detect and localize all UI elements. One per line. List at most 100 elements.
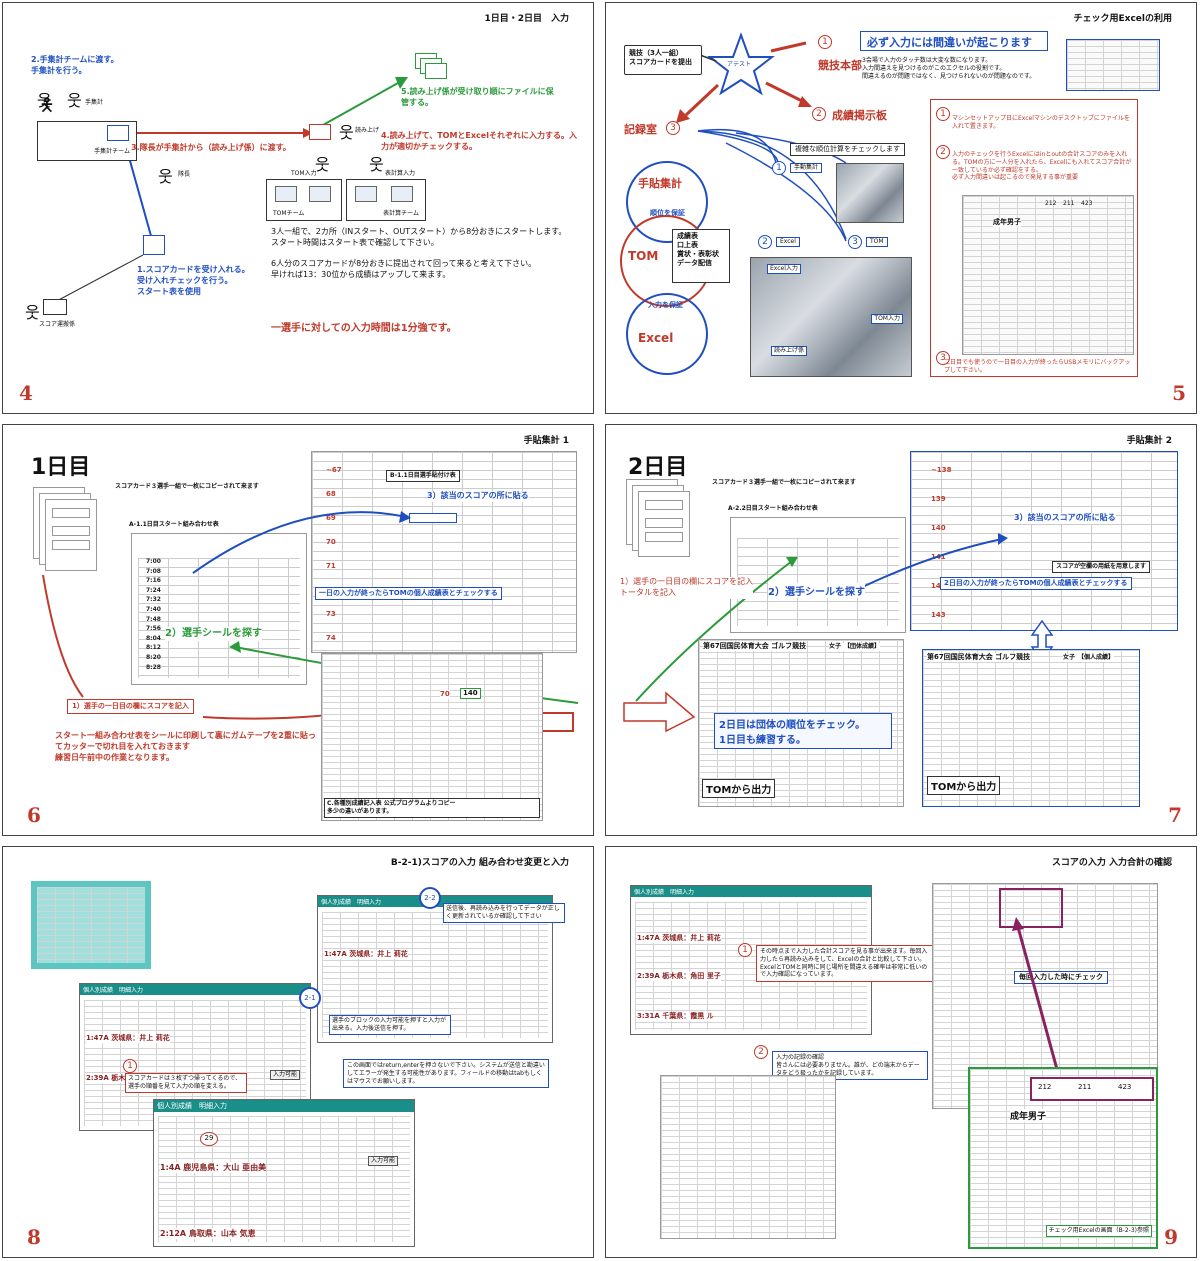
slide-5: チェック用Excelの利用 競技（3人一組） スコアカードを提出 アテスト 1 … <box>605 2 1197 414</box>
score-row-label: 71 <box>326 562 336 570</box>
circle-excel-label: Excel <box>638 331 674 345</box>
marker-2-2: 2-2 <box>419 887 441 909</box>
tom-input-label: TOM入力 <box>871 314 903 324</box>
star-label: アテスト <box>727 61 752 68</box>
step-5-text: 5.読み上げ係が受け取り順にファイルに保管する。 <box>401 87 554 107</box>
scorecard-doc <box>309 124 331 140</box>
day-label: 1日目 <box>31 455 91 480</box>
excel-sheet: 212 211 423 成年男子 チェック用Excelの画面（B-2-3)参照 <box>968 1067 1158 1249</box>
copy-text: スコアカード３選手一組で一枚にコピーされて来ます <box>712 479 856 486</box>
player-a1: 1:47A 茨城県：井上 莉花 <box>86 1034 170 1044</box>
slide-9: スコアの入力 入力合計の確認 個人別成績 明細入力 1:47A 茨城県：井上 莉… <box>605 846 1197 1258</box>
enable-button[interactable]: 入力可能 <box>368 1156 399 1166</box>
start-time: 8:20 <box>146 654 161 661</box>
files-icon <box>415 53 449 79</box>
headline-box: 必ず入力には間違いが起こります <box>860 31 1048 51</box>
mini-sheet <box>1066 39 1160 91</box>
screen-a-title: 個人別成績 明細入力 <box>80 984 310 995</box>
score-row-label: 73 <box>326 610 336 618</box>
hand-team-label: 手集計チーム <box>94 148 130 156</box>
tom-input-label: TOM入力 <box>291 170 317 177</box>
team-title: 第67回国民体育大会 ゴルフ競技 <box>703 642 807 652</box>
start-time: 7:32 <box>146 596 161 604</box>
circle-tom-label: TOM <box>628 249 659 263</box>
total-highlight <box>999 888 1063 928</box>
c-label: C.各種別成績記入表 公式プログラムよりコピー 多少の違いがあります。 <box>324 798 540 818</box>
score-70: 70 <box>440 690 450 700</box>
screen-c: 個人別成績 明細入力 29 1:4A 鹿児島県：大山 亜由美 入力可能 2:12… <box>153 1099 415 1247</box>
sheet-val-2: 211 <box>1063 200 1075 207</box>
score-row-label: 142 <box>931 582 946 590</box>
player-1: 1:47A 茨城県：井上 莉花 <box>637 934 721 944</box>
excel-sheet: 212 211 423 成年男子 <box>962 195 1134 355</box>
body-text: 3人一組で、2カ所（INスタート、OUTスタート）から8分おきにスタートします。… <box>271 227 567 280</box>
player-c1: 1:4A 鹿児島県：大山 亜由美 <box>160 1162 267 1173</box>
marker-b3: 3 <box>848 235 862 249</box>
slide-title: 手貼集計 1 <box>523 436 569 446</box>
check-note: 毎回入力した時にチェック <box>1014 971 1108 985</box>
step-3-text: 3）該当のスコアの所に貼る <box>1014 513 1116 524</box>
sheet-val-1: 212 <box>1045 200 1057 207</box>
start-time: 7:40 <box>146 606 161 613</box>
score-row-label: ~67 <box>326 466 342 474</box>
slide-title: B-2-1)スコアの入力 組み合わせ変更と入力 <box>390 858 569 868</box>
tom-team-box: TOMチーム <box>266 179 342 221</box>
note-1: スコアカードは３枚ずつ帰ってくるので、選手の順番を見て入力の順を変える。 <box>125 1073 247 1093</box>
slide-4: 1日目・2日目 入力 2.手集計チームに渡す。 手集計を行う。 🯅 웃 웃 手集… <box>2 2 594 414</box>
ind-title: 第67回国民体育大会 ゴルフ競技 <box>927 653 1031 663</box>
table-input-label: 表計算入力 <box>385 170 416 177</box>
player-b1: 1:47A 茨城県：井上 莉花 <box>324 950 408 960</box>
b-label: B-1.1日目選手貼付け表 <box>386 470 460 482</box>
marker-2: 2 <box>754 1045 768 1059</box>
enable-button[interactable]: 入力可能 <box>270 1070 301 1080</box>
marker-1: 1 <box>738 943 752 957</box>
note-2-2: 送信後、再読み込みを行ってデータが正しく更新されているか確認して下さい <box>443 903 565 923</box>
check-text: 一日の入力が終ったらTOMの個人成績表とチェックする <box>315 587 502 601</box>
laptop-icon <box>309 186 331 202</box>
person-icon: 웃 <box>315 155 330 174</box>
board-label: 成績掲示板 <box>832 109 887 122</box>
reader-label: 読み上げ係 <box>771 346 808 356</box>
marker-1: 1 <box>818 35 832 49</box>
start-time: 7:16 <box>146 577 161 585</box>
screen-c-title: 個人別成績 明細入力 <box>154 1100 414 1112</box>
tom-out-team: TOMから出力 <box>702 779 776 798</box>
number-29: 29 <box>200 1132 218 1146</box>
start-time: 7:56 <box>146 625 161 633</box>
outputs-box: 成績表 口上表 賞状・表彰状 データ配信 <box>672 229 730 283</box>
step-1-text: 1）選手の一日目の欄にスコアを記入 トータルを記入 <box>620 577 754 599</box>
hq-label: 競技本部 <box>818 59 862 72</box>
score-row-label: 140 <box>931 524 946 532</box>
slide-number: 4 <box>19 381 33 405</box>
circle-excel-sub: 入力を保証 <box>648 301 683 309</box>
person-icon: 웃 <box>25 303 40 322</box>
note-2-1: 選手のブロックの入力可能を押すと入力が出来る。入力後送信を押す。 <box>329 1015 451 1035</box>
slide-title: 1日目・2日目 入力 <box>484 14 569 24</box>
scorecard-doc <box>107 125 129 141</box>
slide-6: 手貼集計 1 1日目 スコアカード３選手一組で一枚にコピーされて来ます A-1.… <box>2 424 594 836</box>
player-3: 3:31A 千葉県：霞黒 ル <box>637 1012 714 1022</box>
team-tag: 女子 【団体成績】 <box>829 643 881 651</box>
marker-b2: 2 <box>758 235 772 249</box>
thumb-screen <box>31 881 151 969</box>
score-row-label: ~138 <box>931 466 952 474</box>
score-row-label: 74 <box>326 634 336 642</box>
individual-results: 第67回国民体育大会 ゴルフ競技 女子 【個人成績】 TOMから出力 <box>922 649 1140 807</box>
marker-b1: 1 <box>772 161 786 175</box>
marker-2-1: 2-1 <box>299 987 321 1009</box>
score-row-label: 69 <box>326 514 336 522</box>
tom-out-ind: TOMから出力 <box>927 776 1001 795</box>
scorecard-doc <box>143 235 165 255</box>
start-time: 8:28 <box>146 663 161 671</box>
carrier-label: スコア運搬係 <box>39 321 76 328</box>
ind-tag: 女子 【個人成績】 <box>1063 654 1115 662</box>
log-table <box>660 1075 836 1239</box>
start-time: 7:08 <box>146 567 161 575</box>
note-2: 入力のチェックを行うExcelにはinとoutの合計スコアのみを入れる。TOMの… <box>952 151 1132 182</box>
captain-label: 隊長 <box>178 171 191 178</box>
marker-r3: 3 <box>936 351 950 365</box>
marker-r1: 1 <box>936 107 950 121</box>
slide-number: 6 <box>27 803 41 827</box>
copy-text: スコアカード３選手一組で一枚にコピーされて来ます <box>115 483 259 490</box>
slide-title: スコアの入力 入力合計の確認 <box>1051 858 1172 868</box>
